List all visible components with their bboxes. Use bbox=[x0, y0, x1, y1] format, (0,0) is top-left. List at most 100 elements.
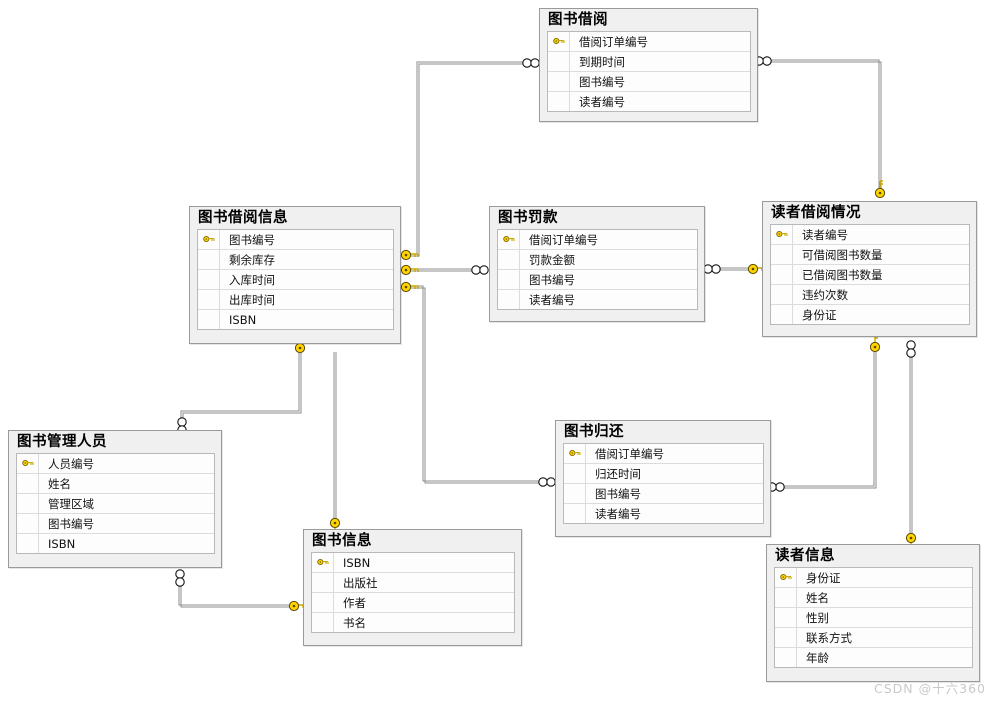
entity-field-label: 姓名 bbox=[806, 590, 829, 605]
entity-field-row[interactable]: 身份证 bbox=[771, 305, 969, 325]
entity-field-row[interactable]: ISBN bbox=[17, 534, 214, 554]
entity-field-row[interactable]: 入库时间 bbox=[198, 270, 393, 290]
field-key-slot bbox=[564, 484, 586, 503]
entity-field-label: 图书编号 bbox=[48, 516, 94, 531]
entity-field-label: 借阅订单编号 bbox=[529, 232, 598, 247]
entity-table-reader_borrow_status[interactable]: 读者借阅情况读者编号可借阅图书数量已借阅图书数量违约次数身份证 bbox=[762, 201, 977, 337]
entity-fields-book_info: ISBN 出版社作者书名 bbox=[311, 552, 515, 633]
entity-field-row[interactable]: 图书编号 bbox=[564, 484, 763, 504]
entity-field-row[interactable]: 读者编号 bbox=[548, 92, 750, 112]
entity-title-book_fine: 图书罚款 bbox=[498, 210, 558, 226]
field-key-slot bbox=[771, 265, 793, 284]
entity-field-row[interactable]: 已借阅图书数量 bbox=[771, 265, 969, 285]
entity-table-book_return[interactable]: 图书归还借阅订单编号归还时间图书编号读者编号 bbox=[555, 420, 771, 537]
field-key-slot bbox=[312, 613, 334, 632]
entity-field-row[interactable]: 可借阅图书数量 bbox=[771, 245, 969, 265]
connector-borrowinfo-to-manager bbox=[180, 352, 302, 426]
csdn-watermark: CSDN @十六360 bbox=[874, 681, 986, 696]
cardinality-many-markers bbox=[175, 56, 916, 587]
field-key-slot bbox=[548, 92, 570, 111]
entity-field-row[interactable]: 图书编号 bbox=[548, 72, 750, 92]
entity-field-label: 性别 bbox=[806, 610, 829, 625]
entity-field-row[interactable]: 到期时间 bbox=[548, 52, 750, 72]
field-key-slot bbox=[17, 534, 39, 553]
primary-key-icon bbox=[775, 568, 797, 587]
entity-field-row[interactable]: 性别 bbox=[775, 608, 972, 628]
entity-field-row[interactable]: 剩余库存 bbox=[198, 250, 393, 270]
field-key-slot bbox=[312, 573, 334, 592]
entity-field-label: 姓名 bbox=[48, 476, 71, 491]
entity-fields-reader_info: 身份证姓名性别联系方式年龄 bbox=[774, 567, 973, 668]
entity-fields-book_borrow_info: 图书编号剩余库存入库时间出库时间 ISBN bbox=[197, 229, 394, 330]
entity-field-row[interactable]: 姓名 bbox=[775, 588, 972, 608]
entity-field-row[interactable]: 作者 bbox=[312, 593, 514, 613]
entity-field-row[interactable]: 姓名 bbox=[17, 474, 214, 494]
connector-bookinfo-to-manager bbox=[178, 578, 291, 608]
entity-field-label: 已借阅图书数量 bbox=[802, 267, 883, 282]
entity-field-row[interactable]: 书名 bbox=[312, 613, 514, 633]
entity-field-row[interactable]: 出版社 bbox=[312, 573, 514, 593]
entity-field-row[interactable]: 读者编号 bbox=[771, 225, 969, 245]
entity-table-reader_info[interactable]: 读者信息身份证姓名性别联系方式年龄 bbox=[766, 544, 980, 682]
entity-table-book_borrow[interactable]: 图书借阅借阅订单编号到期时间图书编号读者编号 bbox=[539, 8, 758, 122]
entity-field-row[interactable]: 读者编号 bbox=[564, 504, 763, 524]
entity-field-row[interactable]: 图书编号 bbox=[498, 270, 697, 290]
entity-field-label: 读者编号 bbox=[802, 227, 848, 242]
entity-field-row[interactable]: 罚款金额 bbox=[498, 250, 697, 270]
primary-key-icon bbox=[17, 454, 39, 473]
primary-key-icon bbox=[198, 230, 220, 249]
entity-field-row[interactable]: 违约次数 bbox=[771, 285, 969, 305]
entity-field-label: 图书编号 bbox=[229, 232, 275, 247]
entity-table-book_fine[interactable]: 图书罚款借阅订单编号罚款金额图书编号读者编号 bbox=[489, 206, 705, 322]
entity-field-label: 可借阅图书数量 bbox=[802, 247, 883, 262]
entity-field-label: 作者 bbox=[343, 595, 366, 610]
entity-field-row[interactable]: 图书编号 bbox=[17, 514, 214, 534]
entity-field-label: 读者编号 bbox=[595, 506, 641, 521]
entity-field-row[interactable]: 借阅订单编号 bbox=[498, 230, 697, 250]
entity-field-row[interactable]: 出库时间 bbox=[198, 290, 393, 310]
connector-readerstatus-to-fine bbox=[720, 267, 750, 271]
entity-field-row[interactable]: 管理区域 bbox=[17, 494, 214, 514]
entity-field-row[interactable]: 人员编号 bbox=[17, 454, 214, 474]
field-key-slot bbox=[498, 270, 520, 289]
field-key-slot bbox=[771, 285, 793, 304]
entity-field-label: 入库时间 bbox=[229, 272, 275, 287]
entity-table-book_manager[interactable]: 图书管理人员人员编号姓名管理区域图书编号 ISBN bbox=[8, 430, 222, 568]
entity-field-row[interactable]: 借阅订单编号 bbox=[564, 444, 763, 464]
primary-key-icon bbox=[548, 32, 570, 51]
field-key-slot bbox=[564, 464, 586, 483]
entity-field-label: 读者编号 bbox=[579, 94, 625, 109]
field-key-slot bbox=[564, 504, 586, 523]
entity-title-reader_borrow_status: 读者借阅情况 bbox=[771, 205, 861, 221]
field-key-slot bbox=[771, 245, 793, 264]
entity-field-row[interactable]: ISBN bbox=[198, 310, 393, 330]
entity-field-label: ISBN bbox=[229, 312, 257, 327]
entity-field-row[interactable]: 联系方式 bbox=[775, 628, 972, 648]
entity-fields-book_borrow: 借阅订单编号到期时间图书编号读者编号 bbox=[547, 31, 751, 112]
entity-field-row[interactable]: ISBN bbox=[312, 553, 514, 573]
entity-field-label: ISBN bbox=[343, 555, 371, 570]
entity-field-row[interactable]: 图书编号 bbox=[198, 230, 393, 250]
entity-field-row[interactable]: 归还时间 bbox=[564, 464, 763, 484]
entity-field-row[interactable]: 借阅订单编号 bbox=[548, 32, 750, 52]
entity-field-label: 罚款金额 bbox=[529, 252, 575, 267]
entity-title-book_manager: 图书管理人员 bbox=[17, 434, 107, 450]
entity-field-row[interactable]: 身份证 bbox=[775, 568, 972, 588]
entity-title-book_info: 图书信息 bbox=[312, 533, 372, 549]
entity-fields-book_return: 借阅订单编号归还时间图书编号读者编号 bbox=[563, 443, 764, 524]
primary-key-icon bbox=[564, 444, 586, 463]
entity-table-book_info[interactable]: 图书信息 ISBN 出版社作者书名 bbox=[303, 529, 522, 646]
field-key-slot bbox=[548, 72, 570, 91]
entity-field-label: 人员编号 bbox=[48, 456, 94, 471]
field-key-slot bbox=[198, 310, 220, 329]
connector-readerstatus-to-borrow bbox=[771, 59, 882, 195]
entity-field-label: 剩余库存 bbox=[229, 252, 275, 267]
entity-field-label: 出库时间 bbox=[229, 292, 275, 307]
entity-field-row[interactable]: 读者编号 bbox=[498, 290, 697, 310]
connector-borrowinfo-to-bookinfo bbox=[333, 352, 337, 519]
field-key-slot bbox=[17, 514, 39, 533]
entity-field-label: 到期时间 bbox=[579, 54, 625, 69]
entity-field-row[interactable]: 年龄 bbox=[775, 648, 972, 668]
